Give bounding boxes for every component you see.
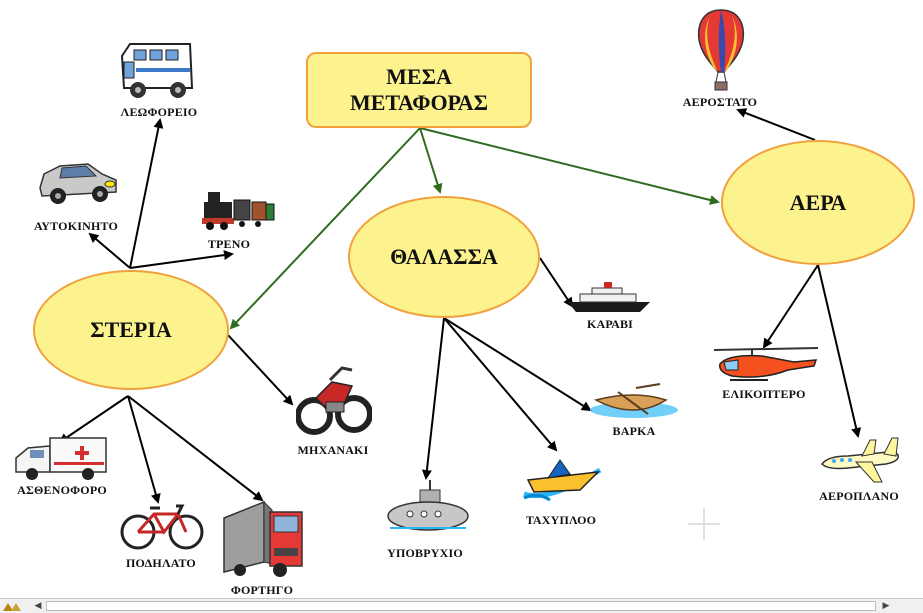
- node-air: ΑΕΡΑ: [721, 140, 915, 265]
- label-airplane: ΑΕΡΟΠΛΑΝΟ: [819, 489, 899, 503]
- horizontal-scrollbar[interactable]: ◀ ▶: [0, 598, 923, 613]
- scroll-right-button[interactable]: ▶: [882, 601, 890, 611]
- truck-icon: [223, 500, 303, 577]
- label-speedboat: ΤΑΧΥΠΛΟΟ: [525, 513, 597, 527]
- boat-icon: [590, 383, 678, 418]
- speedboat-icon: [523, 459, 602, 502]
- scroll-left-button[interactable]: ◀: [34, 601, 42, 611]
- concept-map: ΜΕΣΑ ΜΕΤΑΦΟΡΑΣ ΣΤΕΡΙΑ ΘΑΛΑΣΣΑ ΑΕΡΑ ΛΕΩΦΟ…: [15, 9, 915, 597]
- bicycle-icon: [120, 504, 204, 550]
- bus-icon: [120, 43, 194, 98]
- arrow-sea-submarine: [421, 317, 445, 480]
- title-line-1: ΜΕΣΑ: [386, 64, 452, 89]
- submarine-icon: [387, 480, 469, 531]
- label-train: ΤΡΕΝΟ: [207, 237, 251, 251]
- arrow-air-airplane: [817, 264, 862, 438]
- connector-arrows: [58, 108, 862, 504]
- label-submarine: ΥΠΟΒΡΥΧΙΟ: [387, 546, 463, 560]
- node-air-label: ΑΕΡΑ: [789, 189, 847, 215]
- ambulance-icon: [15, 437, 107, 480]
- arrow-sea-ship: [539, 257, 574, 308]
- arrow-air-balloon: [736, 108, 816, 141]
- arrow-air-helicopter: [762, 264, 819, 349]
- grip-icon: [3, 603, 21, 611]
- label-balloon: ΑΕΡΟΣΤΑΤΟ: [682, 95, 758, 109]
- arrow-land-truck: [127, 395, 264, 502]
- arrow-sea-boat: [443, 317, 592, 412]
- scrollbar-thumb[interactable]: [46, 601, 876, 611]
- node-sea-label: ΘΑΛΑΣΣΑ: [390, 244, 498, 269]
- arrow-land-bicycle: [127, 395, 161, 504]
- label-ship: ΚΑΡΑΒΙ: [586, 317, 634, 331]
- arrow-to-sea: [419, 127, 443, 194]
- ship-icon: [568, 282, 650, 312]
- label-boat: ΒΑΡΚΑ: [612, 424, 656, 438]
- arrow-land-ambulance: [58, 395, 129, 444]
- label-helicopter: ΕΛΙΚΟΠΤΕΡΟ: [722, 387, 806, 401]
- arrow-to-land: [229, 127, 421, 330]
- arrow-land-bus: [129, 118, 164, 269]
- node-land: ΣΤΕΡΙΑ: [33, 270, 229, 390]
- title-box: ΜΕΣΑ ΜΕΤΑΦΟΡΑΣ: [306, 52, 532, 128]
- crosshair-cursor-icon: [688, 508, 720, 540]
- arrow-to-air: [419, 127, 720, 205]
- airplane-icon: [821, 437, 900, 483]
- label-ambulance: ΑΣΘΕΝΟΦΟΡΟ: [17, 483, 107, 497]
- node-sea: ΘΑΛΑΣΣΑ: [348, 196, 540, 318]
- train-icon: [202, 192, 275, 230]
- helicopter-icon: [713, 347, 819, 381]
- label-bicycle: ΠΟΔΗΛΑΤΟ: [126, 556, 196, 570]
- node-land-label: ΣΤΕΡΙΑ: [90, 317, 172, 342]
- label-truck: ΦΟΡΤΗΓΟ: [230, 583, 294, 597]
- title-line-2: ΜΕΤΑΦΟΡΑΣ: [349, 90, 489, 115]
- arrow-land-car: [88, 232, 131, 269]
- arrow-land-train: [129, 250, 234, 269]
- arrow-land-motorbike: [227, 334, 294, 406]
- label-bus: ΛΕΩΦΟΡΕΙΟ: [120, 105, 198, 119]
- label-car: ΑΥΤΟΚΙΝΗΤΟ: [33, 219, 119, 233]
- label-motorbike: ΜΗΧΑΝΑΚΙ: [297, 443, 369, 457]
- hot-air-balloon-icon: [697, 9, 745, 91]
- motorbike-icon: [296, 366, 372, 435]
- car-icon: [39, 163, 117, 204]
- arrow-sea-speedboat: [443, 317, 558, 452]
